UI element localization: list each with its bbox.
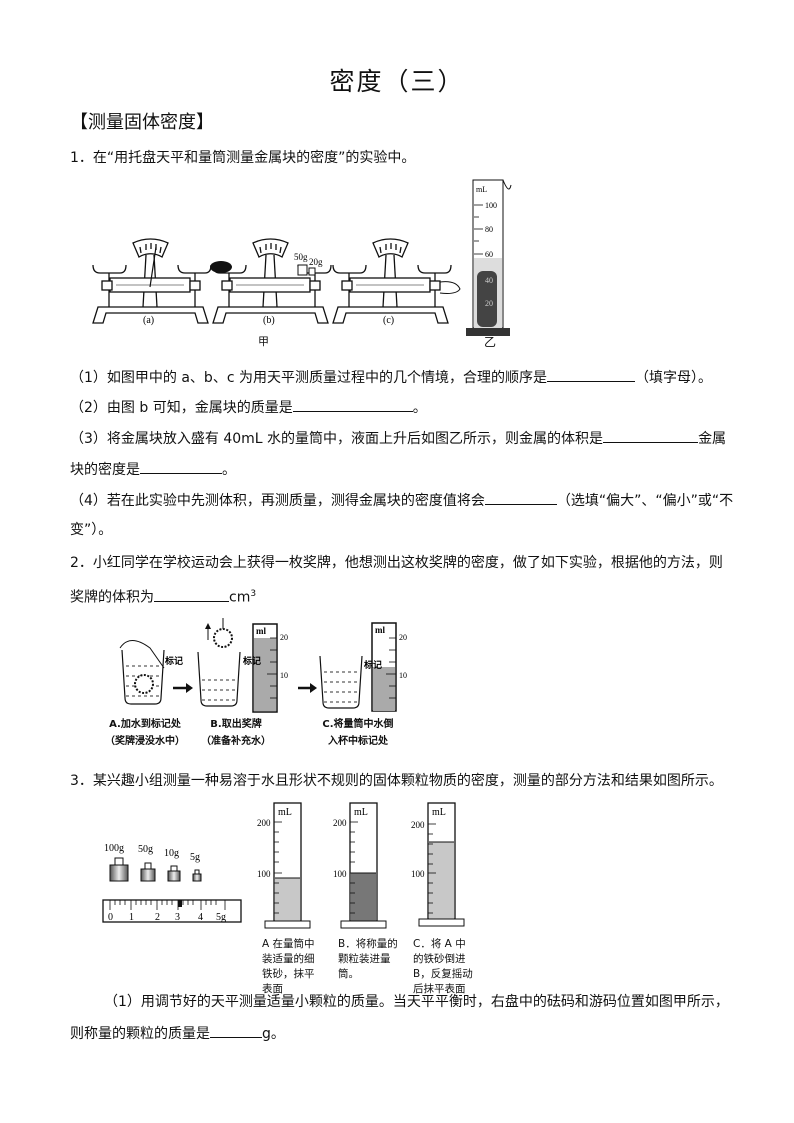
q2-caption-a: A.加水到标记处（奖牌浸没水中） bbox=[105, 719, 185, 747]
svg-text:5g: 5g bbox=[190, 852, 200, 863]
svg-text:10: 10 bbox=[280, 671, 288, 680]
q1-sub4-line2: 变”）。 bbox=[70, 522, 113, 538]
svg-text:60: 60 bbox=[485, 250, 493, 259]
svg-text:20: 20 bbox=[399, 633, 407, 642]
svg-text:mL: mL bbox=[476, 185, 487, 194]
q1-sub1-answer-blank[interactable] bbox=[546, 367, 635, 382]
q1-sub3-density-blank[interactable] bbox=[140, 459, 222, 474]
q3-weights-and-rider: 100g 50g 10g 5g 0 1 2 3 4 5g bbox=[102, 843, 242, 923]
svg-text:20: 20 bbox=[280, 633, 288, 642]
svg-text:5g: 5g bbox=[216, 912, 226, 923]
svg-text:标记: 标记 bbox=[164, 655, 183, 666]
q1-sub3-line2: 块的密度是。 bbox=[70, 459, 236, 480]
q2-stem: 2．小红同学在学校运动会上获得一枚奖牌，他想测出这枚奖牌的密度，做了如下实验，根… bbox=[70, 555, 723, 571]
q3-caption-c: C．将 A 中的铁砂倒进 B，反复摇动后抹平表面 bbox=[413, 938, 473, 995]
svg-text:200: 200 bbox=[411, 820, 425, 830]
svg-text:40: 40 bbox=[485, 276, 493, 285]
q1-sub3: （3）将金属块放入盛有 40mL 水的量筒中，液面上升后如图乙所示，则金属的体积… bbox=[70, 428, 726, 449]
svg-text:1: 1 bbox=[129, 912, 134, 923]
balance-c-label: (c) bbox=[383, 315, 394, 326]
q2-caption-c: C.将量筒中水倒入杯中标记处 bbox=[322, 719, 394, 747]
figure-yi-cylinder: mL 100 80 60 40 20 bbox=[466, 179, 512, 336]
balance-b-label: (b) bbox=[263, 315, 275, 326]
svg-text:50g: 50g bbox=[138, 844, 153, 855]
balance-a-label: (a) bbox=[143, 315, 154, 326]
section-heading: 【测量固体密度】 bbox=[70, 112, 214, 133]
svg-text:4: 4 bbox=[198, 912, 203, 923]
svg-text:100: 100 bbox=[257, 869, 271, 879]
q2-caption-b: B.取出奖牌（准备补充水） bbox=[201, 719, 271, 747]
svg-text:200: 200 bbox=[257, 818, 271, 828]
page-title: 密度（三） bbox=[329, 67, 465, 96]
q3-mass-blank[interactable] bbox=[210, 1023, 262, 1038]
svg-text:100g: 100g bbox=[104, 843, 124, 854]
svg-text:ml: ml bbox=[256, 626, 266, 636]
svg-text:mL: mL bbox=[278, 807, 292, 818]
svg-text:3: 3 bbox=[175, 912, 180, 923]
figure-jia-caption: 甲 bbox=[258, 335, 269, 348]
svg-text:10: 10 bbox=[399, 671, 407, 680]
q3-sub1: （1）用调节好的天平测量适量小颗粒的质量。当天平平衡时，右盘中的砝码和游码位置如… bbox=[104, 994, 729, 1010]
q1-sub1: （1）如图甲中的 a、b、c 为用天平测质量过程中的几个情境，合理的顺序是（填字… bbox=[70, 367, 712, 388]
q2-figure: ml ml 20 10 20 10 标记 标记 标记 bbox=[119, 618, 407, 713]
svg-text:100: 100 bbox=[333, 869, 347, 879]
svg-text:80: 80 bbox=[485, 225, 493, 234]
q1-sub4: （4）若在此实验中先测体积，再测质量，测得金属块的密度值将会（选填“偏大”、“偏… bbox=[70, 490, 733, 511]
svg-text:mL: mL bbox=[432, 807, 446, 818]
svg-text:标记: 标记 bbox=[242, 655, 261, 666]
q1-sub2: （2）由图 b 可知，金属块的质量是。 bbox=[70, 397, 427, 418]
q3-cylinders: mL mL mL 200 100 200 100 200 100 bbox=[257, 802, 465, 929]
q3-stem: 3．某兴趣小组测量一种易溶于水且形状不规则的固体颗粒物质的密度，测量的部分方法和… bbox=[70, 773, 723, 789]
figure-yi-caption: 乙 bbox=[484, 335, 497, 349]
svg-text:mL: mL bbox=[354, 807, 368, 818]
q3-caption-b: B．将称量的颗粒装进量筒。 bbox=[338, 938, 398, 980]
svg-text:0: 0 bbox=[108, 912, 113, 923]
svg-text:100: 100 bbox=[485, 201, 497, 210]
svg-text:标记: 标记 bbox=[363, 659, 382, 670]
svg-text:10g: 10g bbox=[164, 848, 179, 859]
svg-text:ml: ml bbox=[375, 625, 385, 635]
svg-text:2: 2 bbox=[155, 912, 160, 923]
q3-caption-a: A 在量筒中装适量的细铁砂，抹平表面 bbox=[262, 938, 315, 995]
q1-sub2-answer-blank[interactable] bbox=[292, 397, 413, 412]
q1-sub3-volume-blank[interactable] bbox=[603, 428, 699, 443]
weight-20g-label: 20g bbox=[309, 257, 323, 267]
svg-text:100: 100 bbox=[411, 869, 425, 879]
q1-stem: 1．在“用托盘天平和量筒测量金属块的密度”的实验中。 bbox=[70, 150, 416, 166]
figure-jia-balances: 50g 20g (a) (b) (c) bbox=[92, 238, 461, 326]
svg-text:20: 20 bbox=[485, 299, 493, 308]
q1-sub4-answer-blank[interactable] bbox=[484, 490, 557, 505]
svg-text:200: 200 bbox=[333, 818, 347, 828]
weight-50g-label: 50g bbox=[294, 252, 308, 262]
q2-volume-blank[interactable] bbox=[154, 587, 229, 602]
